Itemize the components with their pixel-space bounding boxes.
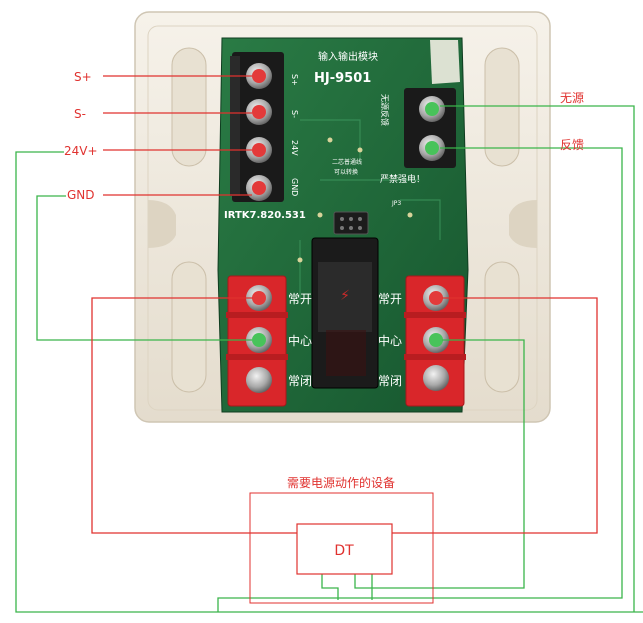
wire-gnd-com xyxy=(36,195,252,341)
terminal-24v[interactable] xyxy=(246,137,272,163)
board-model: HJ-9501 xyxy=(314,71,371,86)
wire-right-no xyxy=(392,297,598,534)
wire-feedback xyxy=(217,147,623,612)
label-gnd: GND xyxy=(67,188,95,202)
device-title: 需要电源动作的设备 xyxy=(287,475,395,490)
terminal-left-nc[interactable] xyxy=(246,367,272,393)
terminal-left-no[interactable] xyxy=(246,285,272,311)
board-part-code: IRTK7.820.531 xyxy=(224,210,306,221)
label-feedback: 反馈 xyxy=(560,138,584,152)
label-passive: 无源 xyxy=(560,91,584,105)
terminal-left-com[interactable] xyxy=(246,327,272,353)
label-24v: 24V+ xyxy=(64,144,98,158)
terminal-right-nc[interactable] xyxy=(423,365,449,391)
label-left-com: 中心 xyxy=(288,333,312,348)
terminal-gnd[interactable] xyxy=(246,175,272,201)
label-right-com: 中心 xyxy=(378,333,402,348)
label-left-nc: 常闭 xyxy=(288,374,312,388)
board-pin-24v: 24V xyxy=(290,140,299,156)
board-pin-gnd: GND xyxy=(290,178,299,196)
label-left-no: 常开 xyxy=(288,292,312,306)
wire-right-com xyxy=(354,339,525,589)
wire-left-no xyxy=(91,297,298,534)
svg-text:⚡: ⚡ xyxy=(340,288,350,304)
board-pin-splus: S+ xyxy=(290,74,299,86)
board-note-left: 二芯普通线 xyxy=(332,158,362,166)
board-pin-sminus: S- xyxy=(290,110,299,118)
terminal-passive[interactable] xyxy=(419,96,445,122)
board-note-right: 无源反馈 xyxy=(380,94,390,126)
label-sminus: S- xyxy=(74,107,86,121)
board-note-left2: 可以转换 xyxy=(334,168,358,176)
wire-passive xyxy=(440,105,635,612)
board-warning: 严禁强电！ xyxy=(380,173,425,185)
board-jumper: JP3 xyxy=(391,200,401,207)
terminal-feedback[interactable] xyxy=(419,135,445,161)
terminal-sminus[interactable] xyxy=(246,99,272,125)
terminal-splus[interactable] xyxy=(246,63,272,89)
label-right-nc: 常闭 xyxy=(378,374,402,388)
wire-24v-return xyxy=(15,151,643,613)
wires xyxy=(15,75,643,613)
device-name: DT xyxy=(334,543,354,559)
device-area: 需要电源动作的设备 DT xyxy=(249,475,434,604)
label-right-no: 常开 xyxy=(378,292,402,306)
terminal-right-no[interactable] xyxy=(423,285,449,311)
board-title: 输入输出模块 xyxy=(318,50,378,63)
input-terminal-block xyxy=(230,52,284,202)
label-splus: S+ xyxy=(74,70,92,84)
device-box[interactable] xyxy=(296,523,393,575)
terminal-right-com[interactable] xyxy=(423,327,449,353)
